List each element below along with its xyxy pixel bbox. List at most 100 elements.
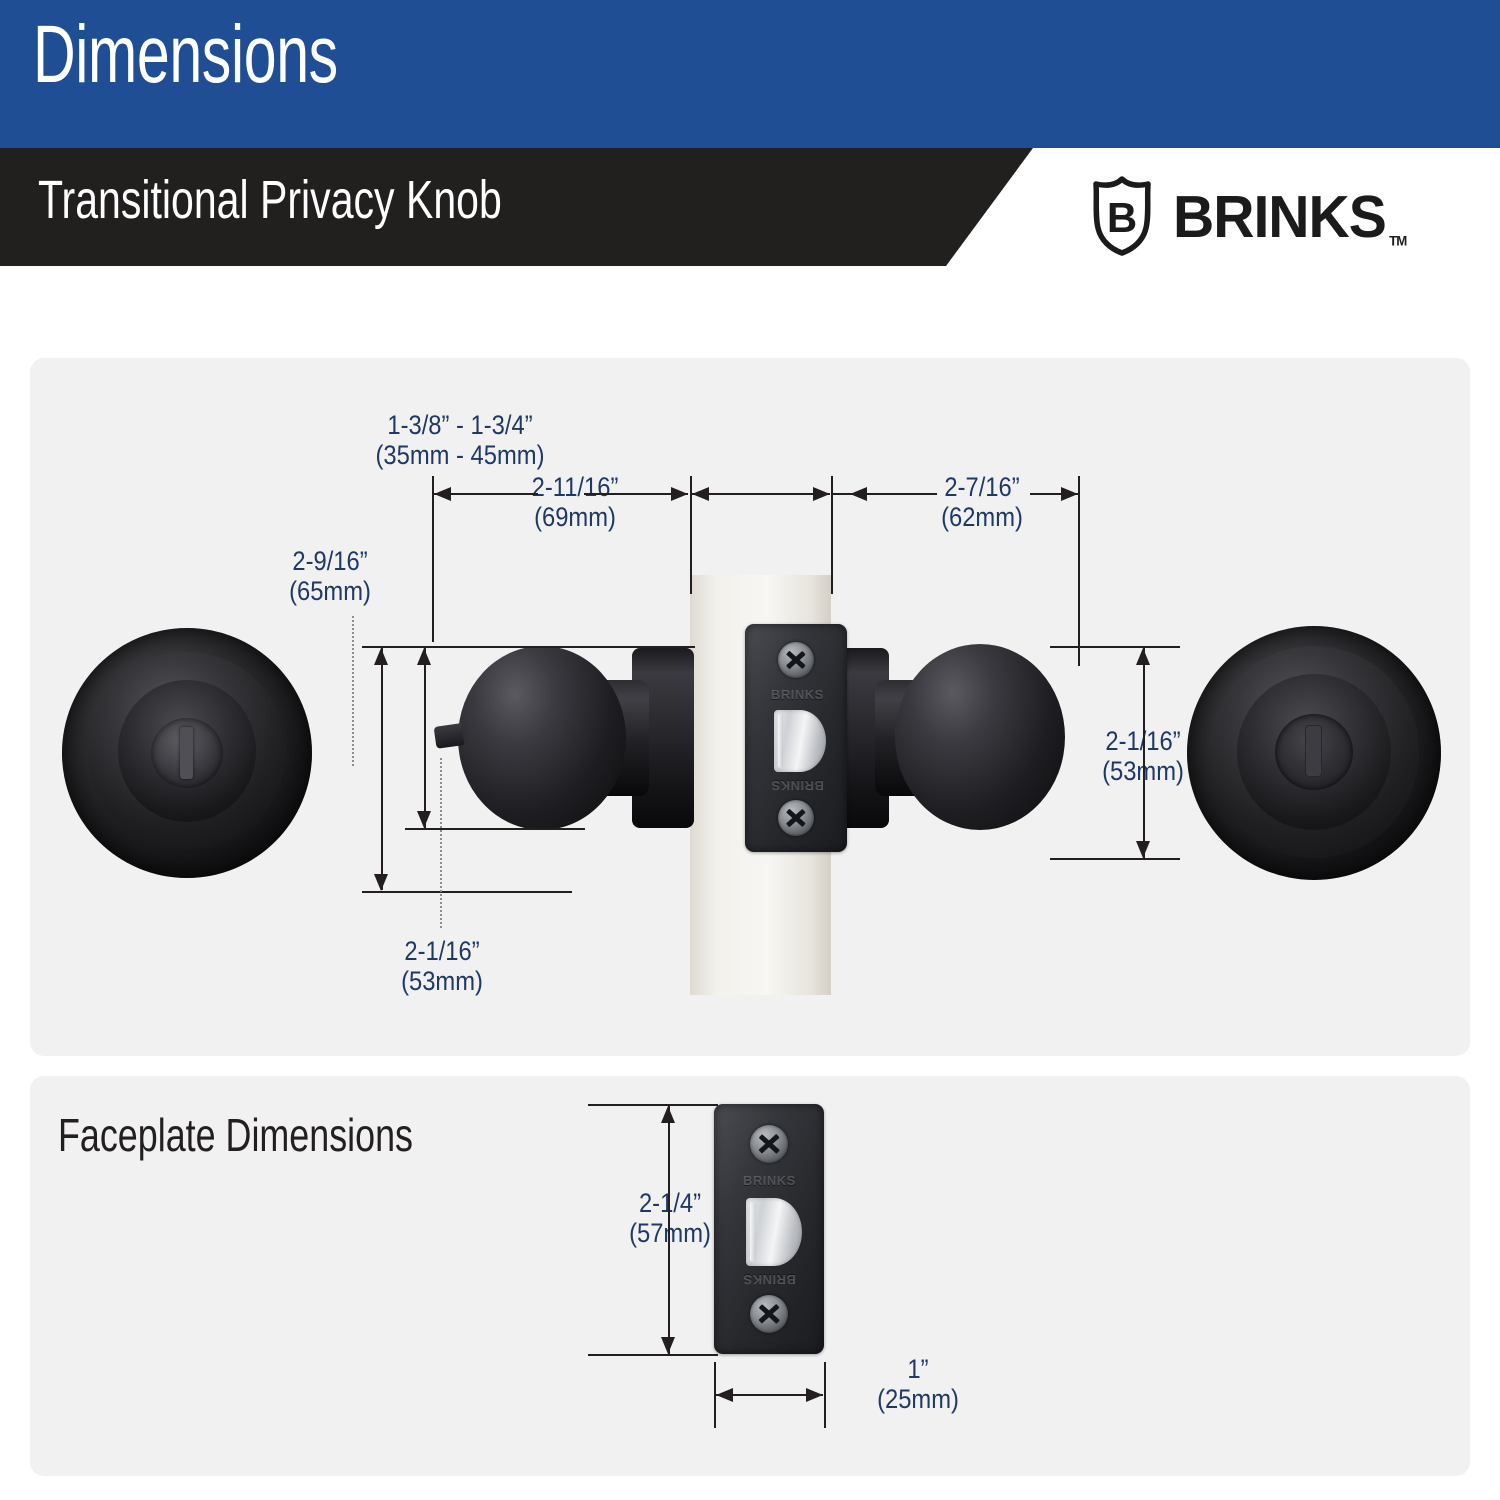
dimline-interior-right — [584, 493, 688, 495]
dim-faceplate-height-imperial: 2-1/4” — [638, 1188, 702, 1218]
faceplate-art-screw-bottom — [750, 1295, 788, 1333]
product-name: Transitional Privacy Knob — [38, 170, 502, 230]
latch-bolt — [774, 710, 826, 772]
dimline-exterior-right — [1030, 493, 1078, 495]
dim-exterior-projection-metric: (62mm) — [941, 502, 1023, 533]
ext-line-knob-bottom — [405, 828, 585, 830]
ext-line-faceplate-top — [588, 1104, 718, 1106]
arrow-door-thickness-left — [692, 487, 709, 501]
dimline-rosette — [381, 648, 383, 890]
header-black-shape: Transitional Privacy Knob — [0, 148, 1033, 266]
emergency-release-slot — [1305, 725, 1322, 777]
dim-knob-diameter-right: 2-1/16” (53mm) — [1102, 726, 1184, 786]
arrow-knob-right-top — [1136, 648, 1150, 665]
ext-line-faceplate-bottom — [588, 1354, 718, 1356]
ext-line-knob-right-top — [1050, 646, 1180, 648]
dim-interior-projection-imperial: 2-11/16” — [531, 472, 619, 502]
dim-knob-diameter-right-metric: (53mm) — [1102, 756, 1184, 787]
latch-faceplate: BRINKS BRINKS — [745, 624, 847, 852]
svg-text:B: B — [1107, 194, 1137, 241]
page-title: Dimensions — [33, 9, 338, 100]
dimline-faceplate-height — [668, 1106, 670, 1354]
arrow-interior-right — [671, 487, 688, 501]
arrow-knob-right-bottom — [1136, 841, 1150, 858]
arrow-faceplate-width-left — [716, 1388, 733, 1402]
dim-knob-diameter-right-imperial: 2-1/16” — [1105, 726, 1181, 756]
arrow-rosette-bottom — [374, 874, 388, 891]
dim-faceplate-height-metric: (57mm) — [629, 1218, 711, 1249]
arrow-exterior-left — [850, 487, 867, 501]
dim-exterior-projection-imperial: 2-7/16” — [944, 472, 1020, 502]
faceplate-art-screw-top — [750, 1125, 788, 1163]
arrow-interior-left — [434, 487, 451, 501]
faceplate-art-latch-bolt — [746, 1198, 802, 1266]
ext-line-door-right — [831, 476, 833, 594]
ext-line-rosette-bottom — [362, 891, 572, 893]
trademark-symbol: TM — [1389, 232, 1407, 249]
dimline-faceplate-width — [716, 1394, 823, 1396]
faceplate-dimensions-panel: Faceplate Dimensions BRINKS BRINKS 2-1/4… — [30, 1076, 1470, 1476]
exterior-knob-face-view — [1187, 626, 1441, 880]
dim-rosette-diameter-metric: (65mm) — [289, 576, 371, 607]
dim-rosette-diameter: 2-9/16” (65mm) — [289, 546, 371, 606]
brinks-wordmark-text: BRINKS — [1173, 182, 1387, 250]
brinks-logo: B BRINKS TM — [1085, 176, 1425, 256]
brinks-wordmark: BRINKS TM — [1173, 182, 1407, 251]
turn-button-slot — [180, 727, 193, 779]
dim-knob-diameter-left-imperial: 2-1/16” — [404, 936, 480, 966]
leader-rosette-diameter — [352, 616, 354, 766]
faceplate-emboss-bottom: BRINKS — [771, 778, 824, 793]
leader-knob-diameter-left — [440, 758, 442, 928]
dim-door-thickness: 1-3/8” - 1-3/4” (35mm - 45mm) — [376, 410, 545, 470]
faceplate-art: BRINKS BRINKS — [714, 1104, 824, 1354]
dim-faceplate-width: 1” (25mm) — [877, 1354, 959, 1414]
ext-line-exterior-tip — [1078, 476, 1080, 666]
faceplate-screw-top — [778, 642, 814, 678]
dim-knob-diameter-left: 2-1/16” (53mm) — [401, 936, 483, 996]
faceplate-heading: Faceplate Dimensions — [58, 1109, 413, 1161]
ext-line-interior-tip — [432, 476, 434, 642]
dim-rosette-diameter-imperial: 2-9/16” — [292, 546, 368, 576]
dim-door-thickness-metric: (35mm - 45mm) — [375, 440, 545, 471]
dim-faceplate-height: 2-1/4” (57mm) — [629, 1188, 711, 1248]
arrow-faceplate-height-bottom — [661, 1337, 675, 1354]
interior-knob-face-view — [62, 628, 312, 878]
dimline-knob-left — [424, 648, 426, 828]
faceplate-emboss-top: BRINKS — [771, 687, 824, 702]
exterior-knob-side — [895, 644, 1065, 830]
arrow-knob-left-bottom — [417, 811, 431, 828]
ext-line-knob-right-bottom — [1050, 858, 1180, 860]
arrow-exterior-right — [1061, 487, 1078, 501]
ext-line-door-left — [690, 476, 692, 594]
header-blue-band: Dimensions — [0, 0, 1500, 148]
latch-bolt-bevel — [778, 713, 784, 769]
dim-faceplate-width-imperial: 1” — [907, 1354, 929, 1384]
dimline-interior-left — [434, 493, 538, 495]
dim-interior-projection: 2-11/16” (69mm) — [532, 472, 619, 532]
arrow-door-thickness-right — [813, 487, 830, 501]
dim-exterior-projection: 2-7/16” (62mm) — [941, 472, 1023, 532]
arrow-knob-left-top — [417, 648, 431, 665]
arrow-rosette-top — [374, 648, 388, 665]
main-dimensions-panel: BRINKS BRINKS 1-3/8” - 1-3/4” (35mm - 45… — [30, 358, 1470, 1056]
ext-line-faceplate-right — [824, 1362, 826, 1428]
faceplate-art-bolt-bevel — [750, 1202, 757, 1262]
dimline-exterior-left — [833, 493, 937, 495]
ext-line-faceplate-left — [714, 1362, 716, 1428]
dimline-knob-right — [1143, 648, 1145, 858]
dim-door-thickness-imperial: 1-3/8” - 1-3/4” — [387, 410, 533, 440]
dim-knob-diameter-left-metric: (53mm) — [401, 966, 483, 997]
dim-interior-projection-metric: (69mm) — [534, 502, 616, 533]
arrow-faceplate-height-top — [661, 1106, 675, 1123]
arrow-faceplate-width-right — [806, 1388, 823, 1402]
faceplate-art-emboss-top: BRINKS — [743, 1173, 796, 1188]
header-black-band: Transitional Privacy Knob — [0, 148, 1500, 266]
dim-faceplate-width-metric: (25mm) — [877, 1384, 959, 1415]
faceplate-screw-bottom — [778, 800, 814, 836]
ext-line-knob-top — [405, 646, 695, 648]
knob-spindle-stub — [433, 723, 465, 749]
interior-knob-side — [458, 646, 626, 830]
faceplate-art-emboss-bottom: BRINKS — [743, 1272, 796, 1287]
brinks-shield-icon: B — [1093, 176, 1151, 256]
